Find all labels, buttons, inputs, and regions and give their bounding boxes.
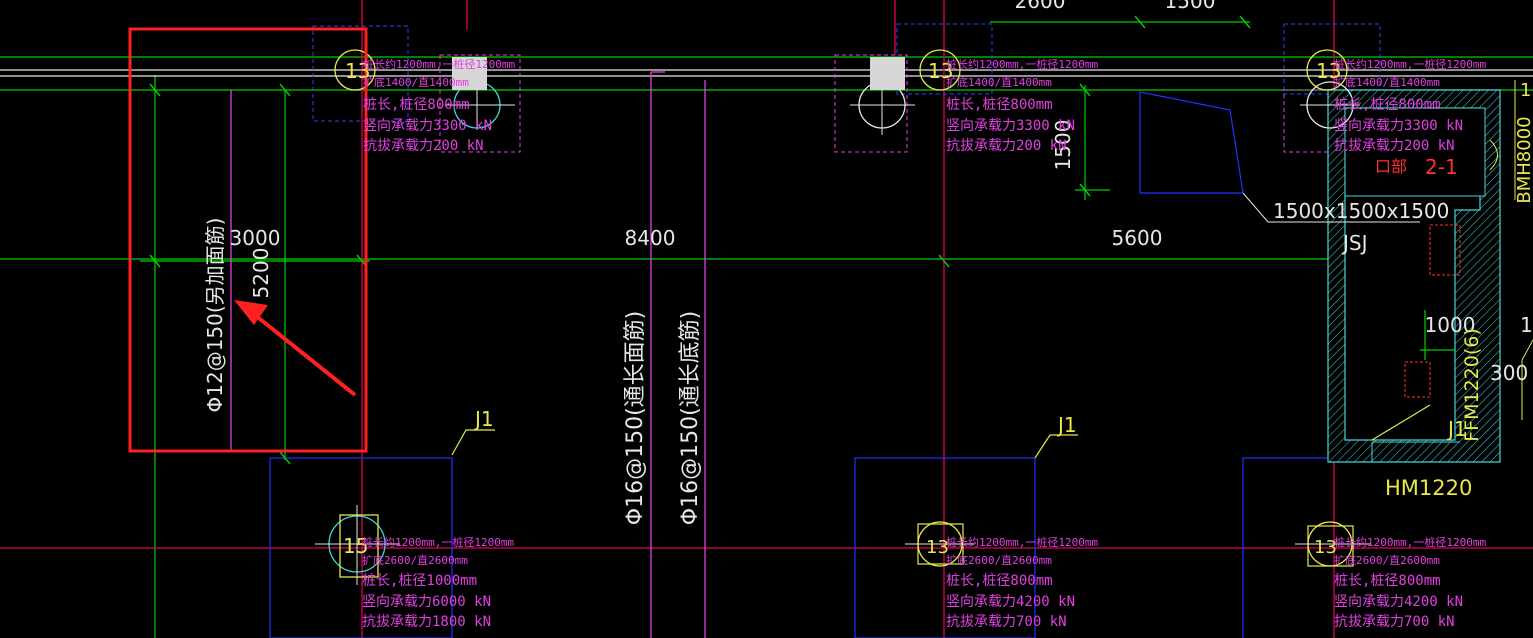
top-dim-2600: 2600 — [1015, 0, 1066, 13]
pile-note-line: 扩底2600/直2600mm — [362, 553, 468, 567]
dim-8400: 8400 — [625, 226, 676, 250]
rebar-lines — [230, 71, 706, 638]
pile-note-line: 桩长约1200mm,一桩径1200mm — [363, 57, 515, 71]
pile-note-line: 竖向承载力4200 kN — [1334, 594, 1463, 610]
hm1220-label: HM1220 — [1385, 476, 1472, 500]
pile-tag-top-1: 13 — [345, 59, 370, 83]
pile-note-line: 扩底2600/直2600mm — [1334, 553, 1440, 567]
ffm-label: FFM1220(6) — [1461, 328, 1483, 442]
pile-note-line: 竖向承载力3300 kN — [946, 118, 1075, 134]
kou-label: 口部 — [1375, 157, 1407, 176]
top-dim-1500: 1500 — [1165, 0, 1216, 13]
pile-symbols-bottom — [315, 505, 1370, 585]
rebar-bottom-label: Φ16@150(通长底筋) — [678, 311, 703, 525]
pile-note-line: 桩长约1200mm,一桩径1200mm — [362, 535, 514, 549]
pile-tag-top-2: 13 — [928, 59, 953, 83]
dim-1000: 1000 — [1425, 313, 1476, 337]
pile-note-top-3: 桩长约1200mm,一桩径1200mm 扩底1400/直1400mm 桩长,桩径… — [1334, 57, 1486, 154]
foundation-outlines — [269, 91, 1330, 638]
pile-tag-top-3: 13 — [1316, 59, 1341, 83]
j1-leaders — [451, 429, 1078, 459]
pile-note-line: 桩长约1200mm,一桩径1200mm — [946, 57, 1098, 71]
pile-note-line: 扩底1400/直1400mm — [946, 75, 1052, 89]
pile-note-line: 桩长,桩径1000mm — [362, 572, 477, 589]
pile-tag-bottom-1: 15 — [343, 534, 368, 558]
pile-note-line: 扩底1400/直1400mm — [363, 75, 469, 89]
pile-note-line: 竖向承载力3300 kN — [1334, 118, 1463, 134]
dim-10-cut: 10 — [1520, 313, 1533, 337]
pile-note-line: 桩长,桩径800mm — [1334, 96, 1441, 113]
j1-label-right: J1 — [1446, 417, 1467, 441]
pile-note-line: 抗拔承载力700 kN — [946, 614, 1067, 630]
highlight-annotation — [128, 27, 368, 453]
pile-note-bottom-3: 桩长约1200mm,一桩径1200mm 扩底2600/直2600mm 桩长,桩径… — [1334, 535, 1486, 630]
pile-tag-bottom-3: 13 — [1314, 537, 1337, 558]
jsj-label: JSJ — [1341, 231, 1368, 255]
pile-note-line: 抗拔承载力1800 kN — [362, 614, 491, 630]
stair-wall — [1327, 80, 1533, 463]
pile-note-line: 桩长,桩径800mm — [946, 96, 1053, 113]
rebar-extra-label: Φ12@150(另加面筋) — [203, 218, 227, 413]
rebar-top-label: Φ16@150(通长面筋) — [623, 311, 648, 525]
dim-1500-vertical: 1500 — [1051, 120, 1075, 171]
pile-note-line: 桩长,桩径800mm — [363, 96, 470, 113]
pile-note-line: 竖向承载力3300 kN — [363, 118, 492, 134]
pile-note-line: 竖向承载力6000 kN — [362, 594, 491, 610]
j1-label-mid: J1 — [1056, 413, 1077, 437]
pile-note-line: 抗拔承载力200 kN — [363, 138, 484, 154]
pile-note-line: 桩长约1200mm,一桩径1200mm — [1334, 535, 1486, 549]
pile-note-line: 桩长约1200mm,一桩径1200mm — [1334, 57, 1486, 71]
dim-15-cut: 15 — [1520, 80, 1533, 101]
pile-note-line: 竖向承载力4200 kN — [946, 594, 1075, 610]
pile-note-bottom-2: 桩长约1200mm,一桩径1200mm 扩底2600/直2600mm 桩长,桩径… — [946, 535, 1098, 630]
jsj-leader — [1242, 192, 1420, 223]
pile-note-line: 桩长,桩径800mm — [1334, 572, 1441, 589]
pile-note-line: 抗拔承载力200 kN — [946, 138, 1067, 154]
pile-note-line: 扩底1400/直1400mm — [1334, 75, 1440, 89]
dimension-ticks — [149, 15, 1251, 465]
j1-label-left: J1 — [473, 407, 494, 431]
pile-symbols-top — [334, 49, 1360, 135]
wall-lines — [0, 69, 1533, 77]
pile-note-line: 抗拔承载力200 kN — [1334, 138, 1455, 154]
dim-300: 300 — [1490, 361, 1528, 385]
dim-3000: 3000 — [230, 226, 281, 250]
pile-note-line: 桩长,桩径800mm — [946, 572, 1053, 589]
pile-note-line: 扩底2600/直2600mm — [946, 553, 1052, 567]
section-label: 2-1 — [1425, 155, 1458, 179]
jsj-size-label: 1500x1500x1500 — [1273, 199, 1449, 223]
grid-lines — [0, 21, 1533, 638]
pile-note-top-1: 桩长约1200mm,一桩径1200mm 扩底1400/直1400mm 桩长,桩径… — [363, 57, 515, 154]
dim-5600: 5600 — [1112, 226, 1163, 250]
pile-note-top-2: 桩长约1200mm,一桩径1200mm 扩底1400/直1400mm 桩长,桩径… — [946, 57, 1098, 154]
pile-note-line: 桩长约1200mm,一桩径1200mm — [946, 535, 1098, 549]
pile-note-bottom-1: 桩长约1200mm,一桩径1200mm 扩底2600/直2600mm 桩长,桩径… — [362, 535, 514, 630]
pile-note-line: 抗拔承载力700 kN — [1334, 614, 1455, 630]
pile-tag-bottom-2: 13 — [926, 537, 949, 558]
dim-5200: 5200 — [249, 248, 273, 299]
bmh-label: BMH8000 — [1514, 116, 1533, 203]
